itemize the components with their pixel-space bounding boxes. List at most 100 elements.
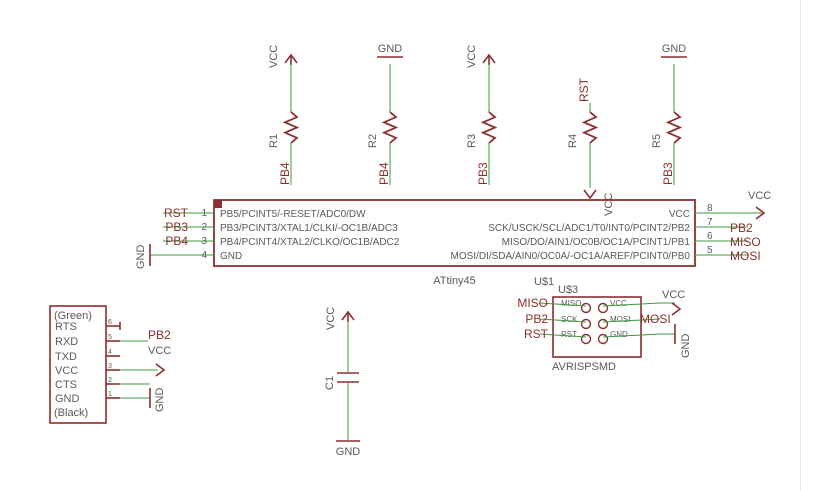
net-label: PB3 — [661, 162, 675, 185]
ftdi-bottom-label: (Black) — [54, 407, 88, 419]
net-label-gnd: GND — [135, 245, 147, 270]
net-label-vcc: VCC — [662, 289, 685, 301]
ftdi-header-body — [49, 305, 107, 424]
supply-label-gnd: GND — [662, 43, 687, 55]
pin-number: 7 — [707, 217, 713, 228]
resistor-ref-label: R1 — [268, 134, 280, 148]
isp-pin-label: SCK — [561, 315, 578, 324]
resistor-icon — [381, 111, 399, 144]
pad-circle-icon — [597, 333, 609, 345]
ic-body — [213, 199, 696, 267]
ftdi-pin-label: VCC — [55, 365, 78, 377]
pin-label: GND — [220, 251, 242, 262]
ftdi-top-label: (Green) — [54, 310, 92, 322]
ftdi-pin-label: RXD — [55, 336, 78, 348]
pin-number: 8 — [707, 203, 713, 214]
isp-pin-label: MOSI — [610, 315, 630, 324]
resistor-ref-label: R4 — [567, 134, 579, 148]
ftdi-pin-number: 4 — [108, 349, 112, 356]
resistor-icon — [480, 111, 498, 144]
resistor-icon — [282, 111, 300, 144]
canvas-edge-line — [800, 0, 801, 491]
net-label: PB2 — [525, 312, 548, 326]
isp-pin-label: VCC — [610, 299, 627, 308]
resistor-ref-label: R2 — [367, 134, 379, 148]
isp-left-wire — [539, 302, 587, 307]
supply-label-vcc: VCC — [466, 45, 478, 68]
isp-pin-label: MISO — [561, 299, 581, 308]
net-label: MISO — [517, 296, 548, 310]
isp-ref2-label: U$3 — [558, 284, 578, 296]
isp-left-wire — [539, 333, 587, 338]
net-label: PB3 — [165, 220, 188, 234]
resistor-ref-label: R3 — [466, 134, 478, 148]
ftdi-pin-label: GND — [55, 393, 80, 405]
pin-label: MOSI/DI/SDA/AIN0/OC0A/-OC1A/AREF/PCINT0/… — [450, 251, 690, 262]
isp-right-wire — [602, 318, 661, 323]
pin-label: PB3/PCINT3/XTAL1/CLKI/-OC1B/ADC3 — [220, 223, 398, 234]
isp-ref-label: U$1 — [534, 276, 554, 288]
resistor-icon — [581, 111, 599, 144]
net-label-rst: RST — [577, 77, 591, 102]
net-label: RST — [524, 327, 549, 341]
net-label: MOSI — [640, 312, 671, 326]
supply-label-gnd: GND — [378, 43, 403, 55]
net-label: PB2 — [148, 328, 171, 342]
vcc-arrow-icon — [671, 302, 682, 316]
supply-label-gnd: GND — [336, 446, 361, 458]
ftdi-pin-number: 3 — [108, 363, 112, 370]
net-label-gnd: GND — [154, 388, 166, 413]
pin1-marker-icon — [214, 200, 222, 208]
ftdi-pin-label: TXD — [55, 351, 77, 363]
ftdi-pin-number: 1 — [108, 391, 112, 398]
pad-circle-icon — [580, 333, 592, 345]
pin-label: VCC — [669, 209, 690, 220]
pin-number: 6 — [707, 231, 713, 242]
net-label-vcc: VCC — [148, 345, 171, 357]
ftdi-pin-number: 5 — [108, 334, 112, 341]
pin-number: 1 — [201, 208, 207, 219]
net-label: PB4 — [165, 234, 188, 248]
resistor-icon — [665, 111, 683, 144]
pin-label: PB4/PCINT4/XTAL2/CLKO/OC1B/ADC2 — [220, 237, 400, 248]
net-label: MISO — [730, 235, 761, 249]
pin-number: 5 — [707, 245, 713, 256]
net-label: PB4 — [278, 162, 292, 185]
ftdi-pin-label: RTS — [55, 321, 77, 333]
pad-circle-icon — [597, 318, 609, 330]
ftdi-pin-number: 6 — [108, 319, 112, 326]
pin-number: 3 — [201, 236, 207, 247]
supply-label-vcc: VCC — [325, 307, 337, 330]
pin-label: MISO/DO/AIN1/OC0B/OC1A/PCINT1/PB1 — [502, 237, 691, 248]
ftdi-pin-label: CTS — [55, 379, 77, 391]
pin-number: 4 — [201, 250, 207, 261]
net-label: PB2 — [730, 221, 753, 235]
resistor-ref-label: R5 — [651, 134, 663, 148]
pad-circle-icon — [580, 302, 592, 314]
isp-right-wire — [602, 333, 661, 338]
net-label: MOSI — [730, 249, 761, 263]
net-label-vcc: VCC — [748, 190, 771, 202]
net-label: RST — [164, 206, 189, 220]
isp-pin-label: GND — [610, 330, 628, 339]
pad-circle-icon — [580, 318, 592, 330]
isp-left-wire — [539, 318, 587, 323]
ic-name-label: ATtiny45 — [433, 275, 476, 287]
isp-pin-label: RST — [561, 330, 577, 339]
ftdi-pin-number: 2 — [108, 377, 112, 384]
net-label-gnd: GND — [680, 334, 692, 359]
vcc-arrow-icon — [583, 189, 597, 200]
vcc-arrow-icon — [155, 363, 166, 377]
supply-label-vcc: VCC — [268, 45, 280, 68]
isp-name-label: AVRISPSMD — [552, 361, 616, 373]
net-label-vcc: VCC — [603, 193, 615, 216]
pad-circle-icon — [597, 302, 609, 314]
isp-header-body — [552, 296, 642, 358]
pin-number: 2 — [201, 222, 207, 233]
isp-right-wire — [602, 302, 661, 307]
capacitor-ref-label: C1 — [324, 376, 336, 390]
net-label: PB3 — [476, 162, 490, 185]
pin-label: PB5/PCINT5/-RESET/ADC0/DW — [220, 209, 366, 220]
vcc-arrow-icon — [755, 206, 766, 220]
